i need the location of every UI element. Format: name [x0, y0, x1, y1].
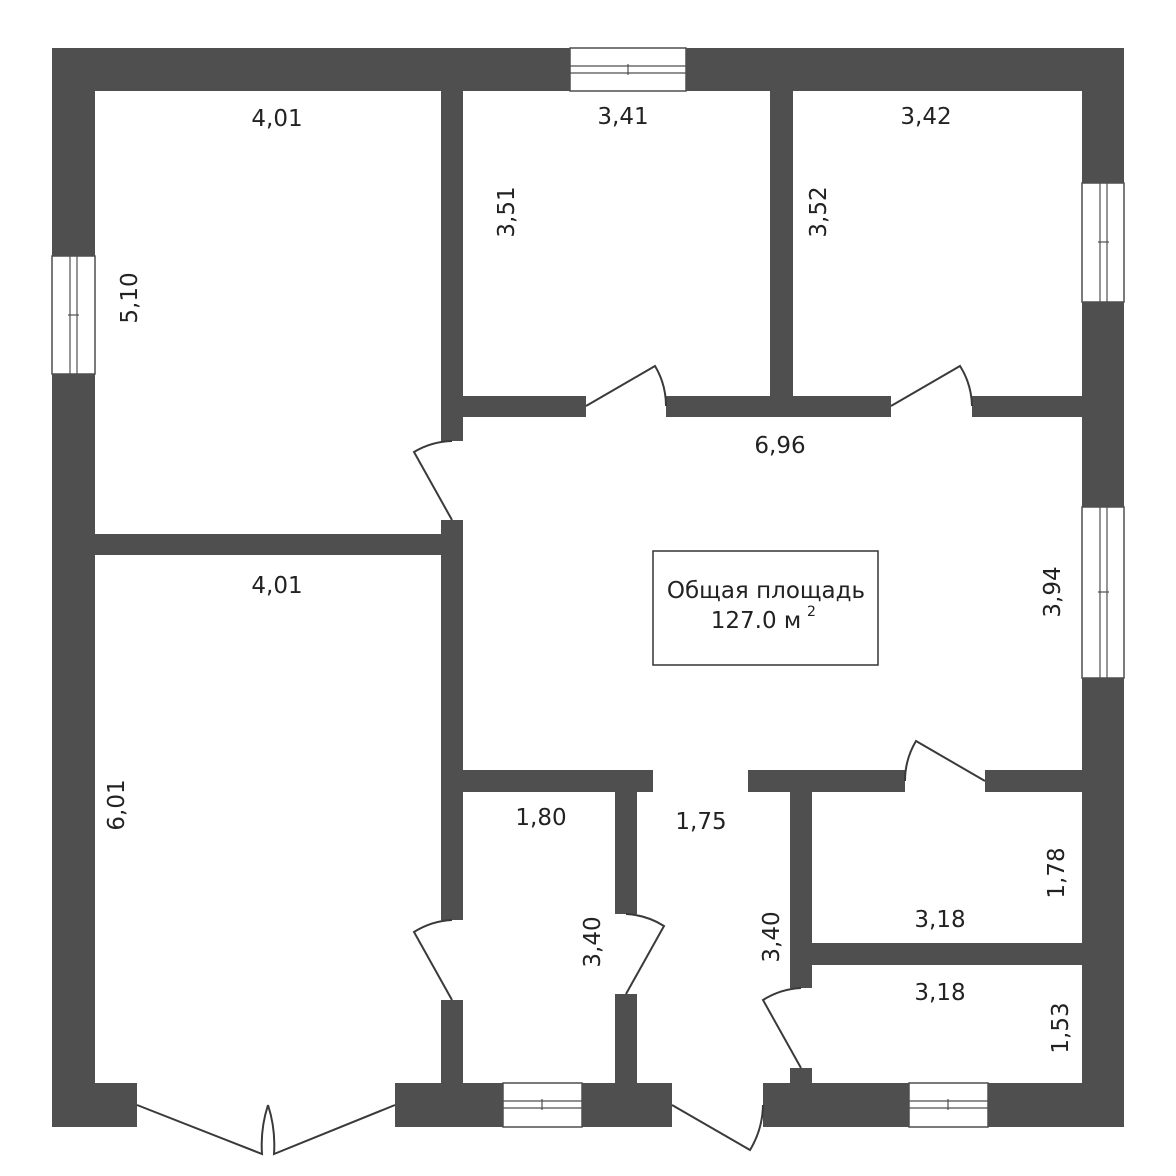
window-right-top — [1081, 182, 1125, 303]
total-area-box: Общая площадь 127.0 м 2 — [652, 550, 879, 666]
windows — [51, 47, 1125, 1128]
door-room-small-right — [761, 987, 802, 1069]
dim-living-upper-width: 4,01 — [251, 106, 302, 132]
total-area-label: Общая площадь — [667, 578, 865, 604]
dim-room-right-lower-width: 3,18 — [914, 980, 965, 1006]
window-bottom-right — [908, 1082, 989, 1128]
dim-room-right-upper-height: 1,78 — [1044, 847, 1070, 898]
dim-living-lower-height: 6,01 — [104, 779, 130, 830]
exterior-walls — [52, 48, 1124, 1127]
door-bathroom-right — [625, 913, 666, 995]
window-left — [51, 255, 96, 375]
interior-walls — [95, 91, 1082, 1085]
dim-room-top-right-height: 3,52 — [806, 186, 832, 237]
dim-living-lower-width: 4,01 — [251, 573, 302, 599]
dim-bathroom-height: 3,40 — [580, 916, 606, 967]
dim-room-top-middle-width: 3,41 — [597, 104, 648, 130]
dim-room-right-lower-height: 1,53 — [1048, 1002, 1074, 1053]
doors — [136, 364, 986, 1156]
door-room-right-lower — [903, 739, 986, 782]
dim-hall-height: 3,94 — [1040, 566, 1066, 617]
dim-corridor-width: 1,75 — [675, 809, 726, 835]
dim-bathroom-width: 1,80 — [515, 805, 566, 831]
dim-room-top-right-width: 3,42 — [900, 104, 951, 130]
dim-hall-width: 6,96 — [754, 433, 805, 459]
window-right-middle — [1081, 506, 1125, 679]
dim-corridor-height: 3,40 — [759, 911, 785, 962]
dimension-labels: 4,01 5,10 3,41 3,51 3,42 3,52 6,96 3,94 … — [104, 104, 1074, 1054]
door-room-top-middle — [585, 364, 668, 407]
door-corridor-bottom — [671, 1104, 764, 1152]
dim-room-right-upper-width: 3,18 — [914, 907, 965, 933]
door-living-upper — [412, 440, 453, 521]
window-top — [569, 47, 687, 92]
door-room-top-right — [890, 364, 973, 407]
door-bathroom-left — [412, 919, 453, 1001]
door-entrance-double — [136, 1104, 396, 1156]
total-area-value: 127.0 м — [711, 608, 802, 634]
dim-living-upper-height: 5,10 — [117, 272, 143, 323]
window-bottom-bathroom — [502, 1082, 583, 1128]
total-area-unit-superscript: 2 — [807, 604, 816, 620]
dim-room-top-middle-height: 3,51 — [494, 186, 520, 237]
